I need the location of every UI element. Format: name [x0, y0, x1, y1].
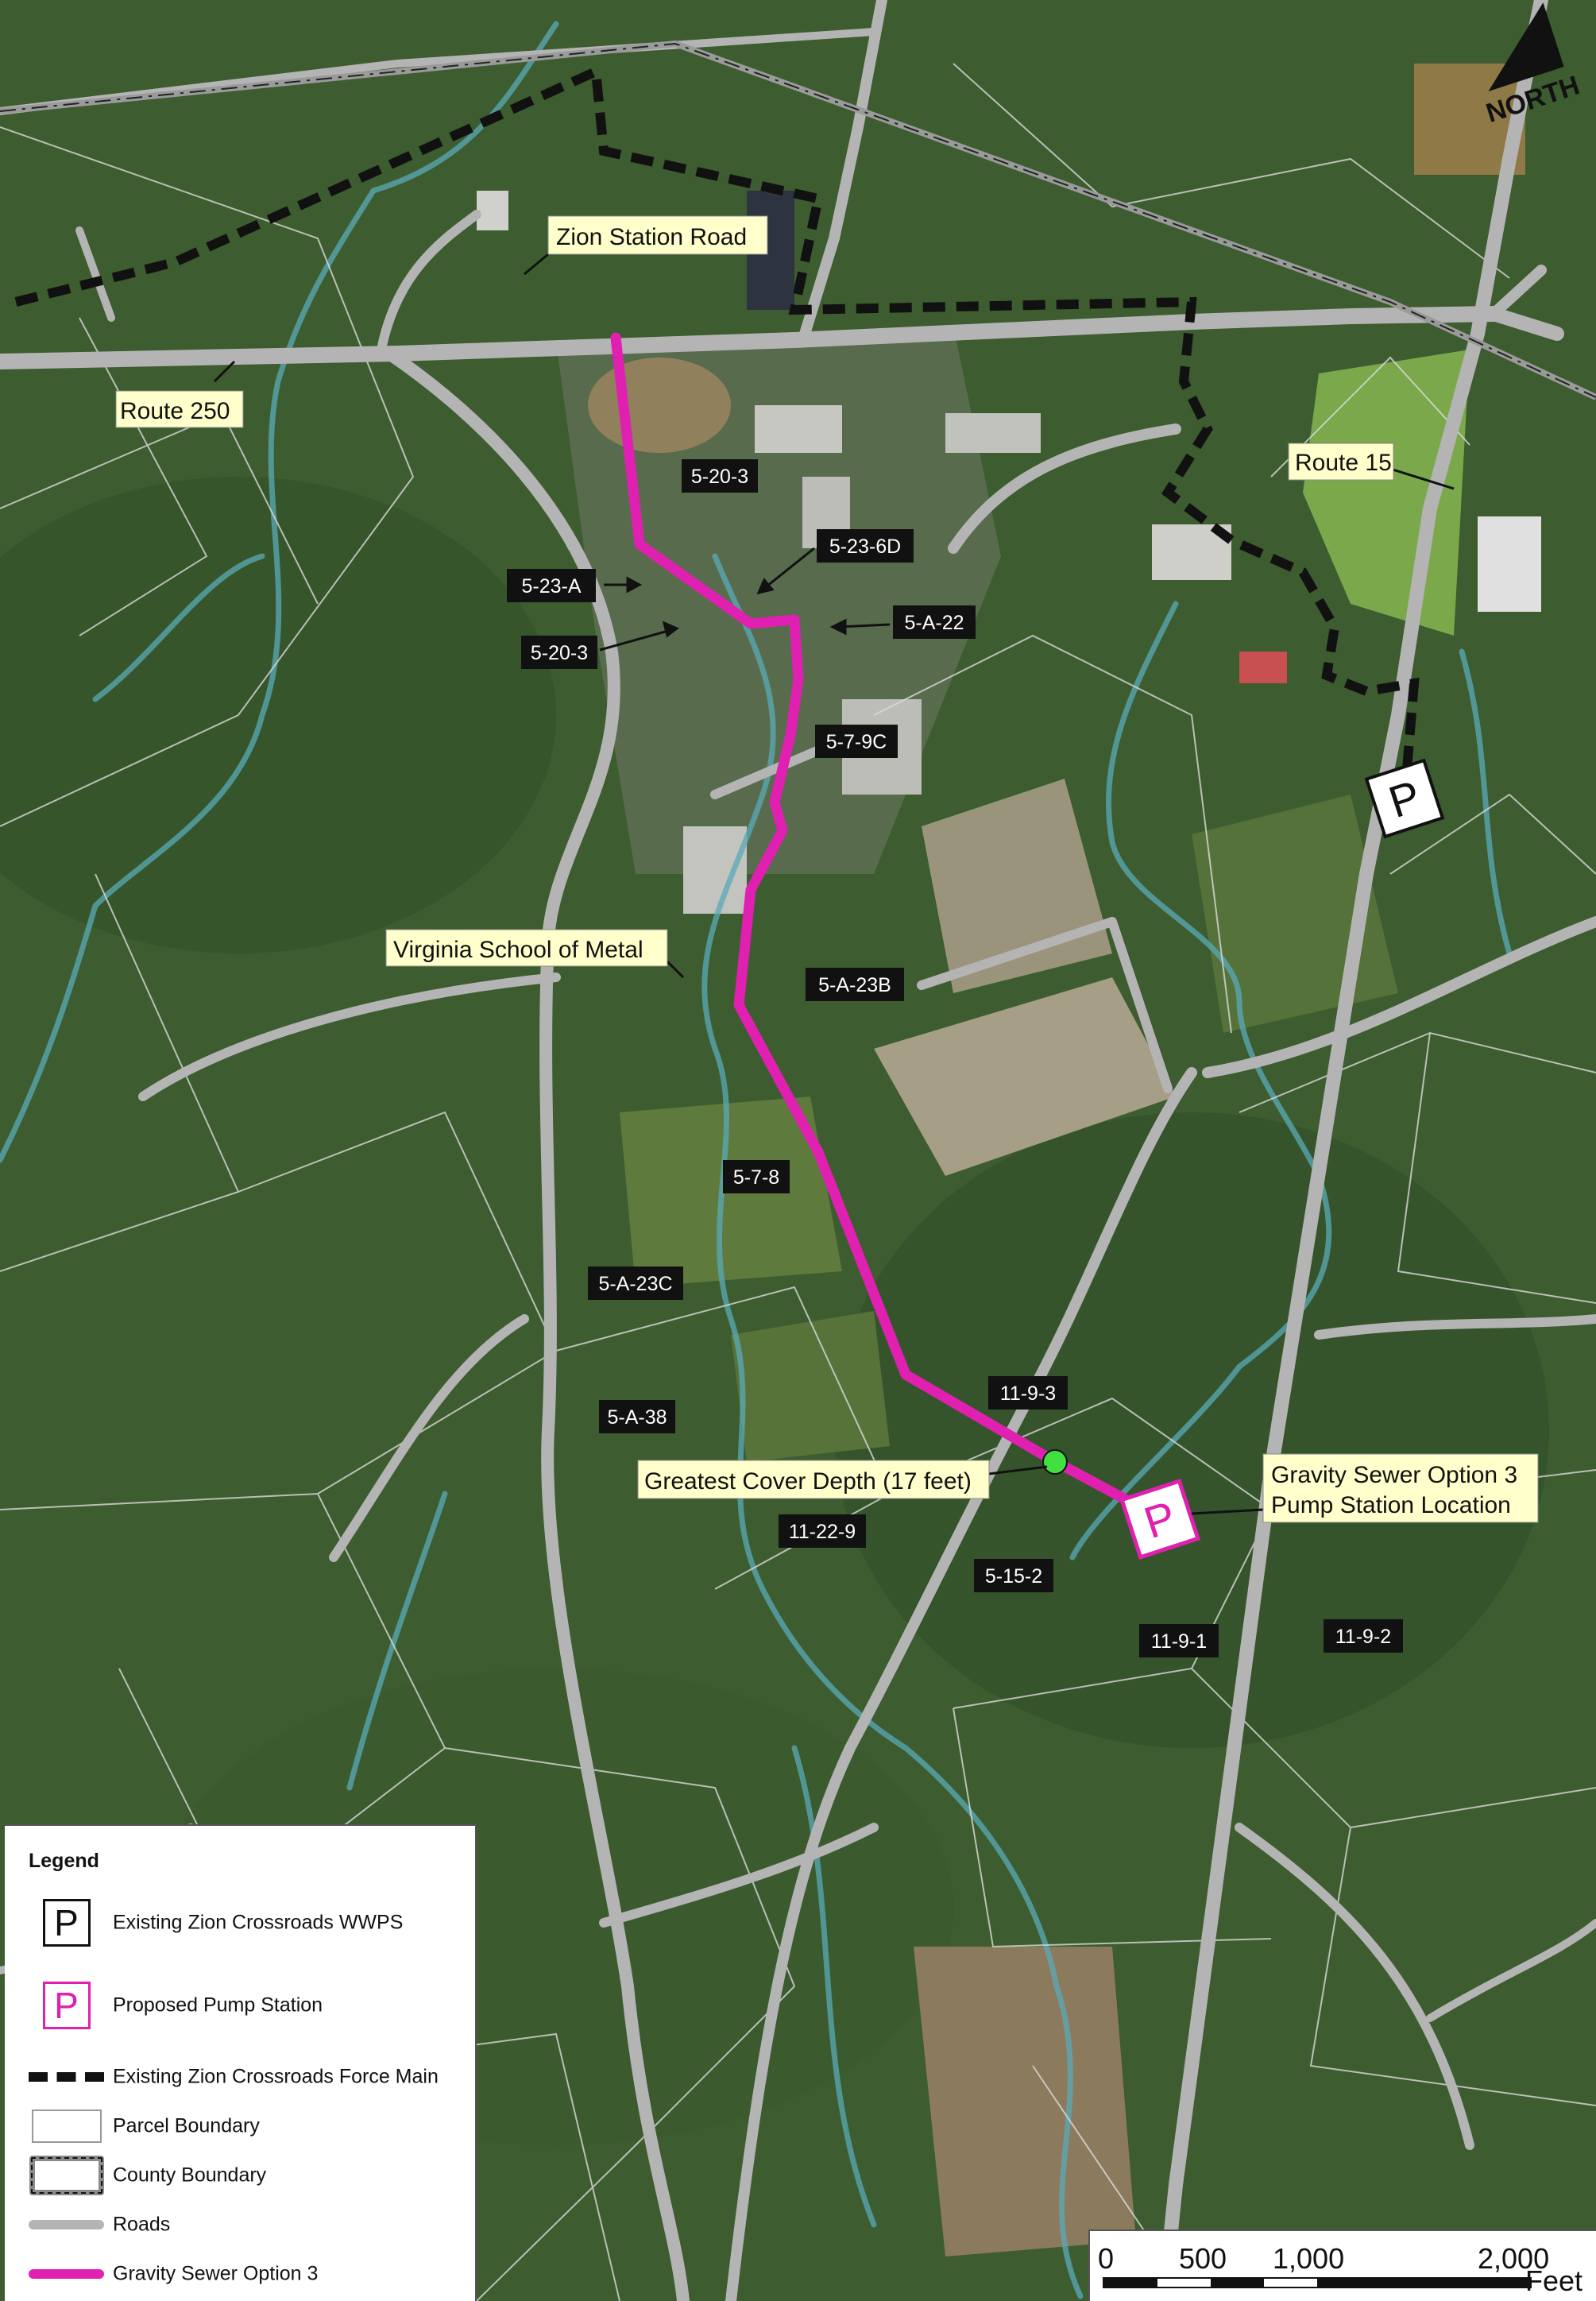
svg-text:5-A-23C: 5-A-23C — [598, 1273, 672, 1295]
label-route-15: Route 15 — [1288, 443, 1394, 481]
proposed-pump-legend-icon: P — [42, 1982, 91, 2029]
svg-text:5-20-3: 5-20-3 — [691, 466, 748, 488]
svg-text:Route 250: Route 250 — [120, 398, 230, 424]
cover-depth-marker[interactable] — [1042, 1449, 1068, 1475]
legend-item-parcel: Parcel Boundary — [5, 2102, 477, 2150]
road-labels: Zion Station Road Route 250 Route 15 Vir… — [115, 215, 1539, 1523]
parcel-label: 11-9-3 — [988, 1376, 1068, 1410]
svg-text:Virginia School of Metal: Virginia School of Metal — [393, 937, 643, 963]
road-west-arc — [383, 347, 690, 2301]
legend-item-label: Existing Zion Crossroads Force Main — [113, 2065, 439, 2088]
force-main-line — [14, 64, 1420, 779]
legend-item-force-main: Existing Zion Crossroads Force Main — [5, 2053, 477, 2101]
road-zion-station — [797, 0, 887, 347]
gravity-sewer-line — [610, 332, 1157, 1519]
legend-item-gravity-sewer: Gravity Sewer Option 3 — [5, 2250, 477, 2298]
parcel-label: 5-A-23B — [806, 968, 904, 1001]
parcel-label: 5-15-2 — [974, 1559, 1053, 1592]
svg-text:11-9-3: 11-9-3 — [1000, 1383, 1056, 1405]
legend-item-county: County Boundary — [5, 2152, 477, 2199]
parcel-label: 5-23-6D — [817, 529, 914, 563]
svg-text:Greatest Cover Depth (17 feet): Greatest Cover Depth (17 feet) — [644, 1468, 972, 1495]
svg-text:5-15-2: 5-15-2 — [985, 1565, 1042, 1587]
callout-leaders — [213, 253, 1455, 1515]
parcel-label: 11-9-2 — [1324, 1619, 1403, 1653]
svg-text:11-22-9: 11-22-9 — [789, 1521, 856, 1543]
county-legend-icon — [29, 2156, 104, 2195]
legend-item-label: Proposed Pump Station — [113, 1994, 323, 2017]
svg-text:Pump Station Location: Pump Station Location — [1271, 1492, 1511, 1518]
svg-text:Gravity Sewer Option 3: Gravity Sewer Option 3 — [1271, 1462, 1517, 1488]
scale-bar: 0 500 1,000 2,000 Feet — [1088, 2229, 1596, 2301]
force-main-legend-icon — [29, 2072, 104, 2082]
scale-tick-2000: 2,000 — [1478, 2242, 1550, 2275]
svg-text:5-20-3: 5-20-3 — [531, 642, 588, 664]
label-virginia-school-of-metal: Virginia School of Metal — [385, 929, 668, 967]
label-greatest-cover-depth: Greatest Cover Depth (17 feet) — [637, 1460, 990, 1499]
county-boundary — [0, 40, 1596, 400]
legend-panel: Legend P Existing Zion Crossroads WWPS P… — [5, 1824, 477, 2301]
svg-text:5-A-38: 5-A-38 — [607, 1406, 667, 1429]
scale-tick-1000: 1,000 — [1273, 2242, 1345, 2275]
parcel-label: 5-A-23C — [588, 1267, 683, 1300]
parcel-labels: 5-20-3 5-23-6D 5-23-A 5-A-22 5-20-3 5-7-… — [507, 459, 1403, 1657]
svg-text:5-A-23B: 5-A-23B — [818, 974, 891, 996]
label-zion-station-road: Zion Station Road — [547, 215, 768, 255]
svg-text:Route 15: Route 15 — [1295, 450, 1392, 476]
proposed-pump-station-icon[interactable]: P — [1119, 1478, 1201, 1560]
parcel-label: 11-9-1 — [1139, 1624, 1219, 1657]
svg-text:5-7-9C: 5-7-9C — [826, 731, 887, 753]
svg-text:11-9-1: 11-9-1 — [1151, 1630, 1207, 1653]
parcel-arrows — [599, 547, 891, 652]
parcel-label: 5-20-3 — [521, 636, 597, 669]
roads-legend-icon — [29, 2220, 104, 2229]
gravity-sewer-legend-icon — [29, 2269, 104, 2279]
parcel-label: 5-23-A — [507, 569, 596, 602]
parcel-label: 5-A-22 — [893, 605, 976, 639]
legend-item-label: Parcel Boundary — [113, 2114, 260, 2137]
parcel-label: 5-7-9C — [815, 725, 898, 758]
legend-item-proposed-pump: P Proposed Pump Station — [5, 1982, 477, 2029]
road-southeast — [725, 1067, 1197, 2301]
svg-text:11-9-2: 11-9-2 — [1335, 1626, 1391, 1648]
scale-unit: Feet — [1525, 2264, 1583, 2297]
scale-bar-segments — [1103, 2277, 1532, 2288]
svg-text:5-A-22: 5-A-22 — [904, 612, 964, 634]
legend-item-label: Roads — [113, 2213, 171, 2236]
road-route-250 — [0, 306, 1501, 369]
legend-title: Legend — [29, 1850, 99, 1872]
svg-text:5-23-6D: 5-23-6D — [829, 536, 901, 558]
svg-text:5-7-8: 5-7-8 — [733, 1166, 779, 1189]
legend-item-label: County Boundary — [113, 2164, 267, 2187]
legend-item-existing-wwps: P Existing Zion Crossroads WWPS — [5, 1899, 477, 1947]
label-route-250: Route 250 — [115, 390, 244, 428]
svg-text:5-23-A: 5-23-A — [521, 575, 581, 597]
label-pump-station-location: Gravity Sewer Option 3 Pump Station Loca… — [1262, 1453, 1539, 1523]
existing-wwps-legend-icon: P — [42, 1899, 91, 1947]
parcel-label: 5-20-3 — [682, 459, 758, 493]
streams — [0, 21, 1513, 2299]
parcel-label: 5-A-38 — [599, 1400, 675, 1433]
scale-tick-0: 0 — [1098, 2242, 1115, 2275]
legend-item-label: Gravity Sewer Option 3 — [113, 2262, 319, 2285]
scale-tick-500: 500 — [1179, 2242, 1227, 2275]
svg-text:Zion Station Road: Zion Station Road — [556, 224, 747, 250]
parcel-label: 11-22-9 — [779, 1514, 866, 1548]
legend-item-roads: Roads — [5, 2201, 477, 2249]
existing-wwps-icon[interactable]: P — [1364, 758, 1445, 839]
parcel-legend-icon — [31, 2110, 102, 2143]
legend-item-label: Existing Zion Crossroads WWPS — [113, 1911, 404, 1934]
parcel-label: 5-7-8 — [723, 1160, 790, 1193]
road-route-15 — [1157, 0, 1548, 2301]
